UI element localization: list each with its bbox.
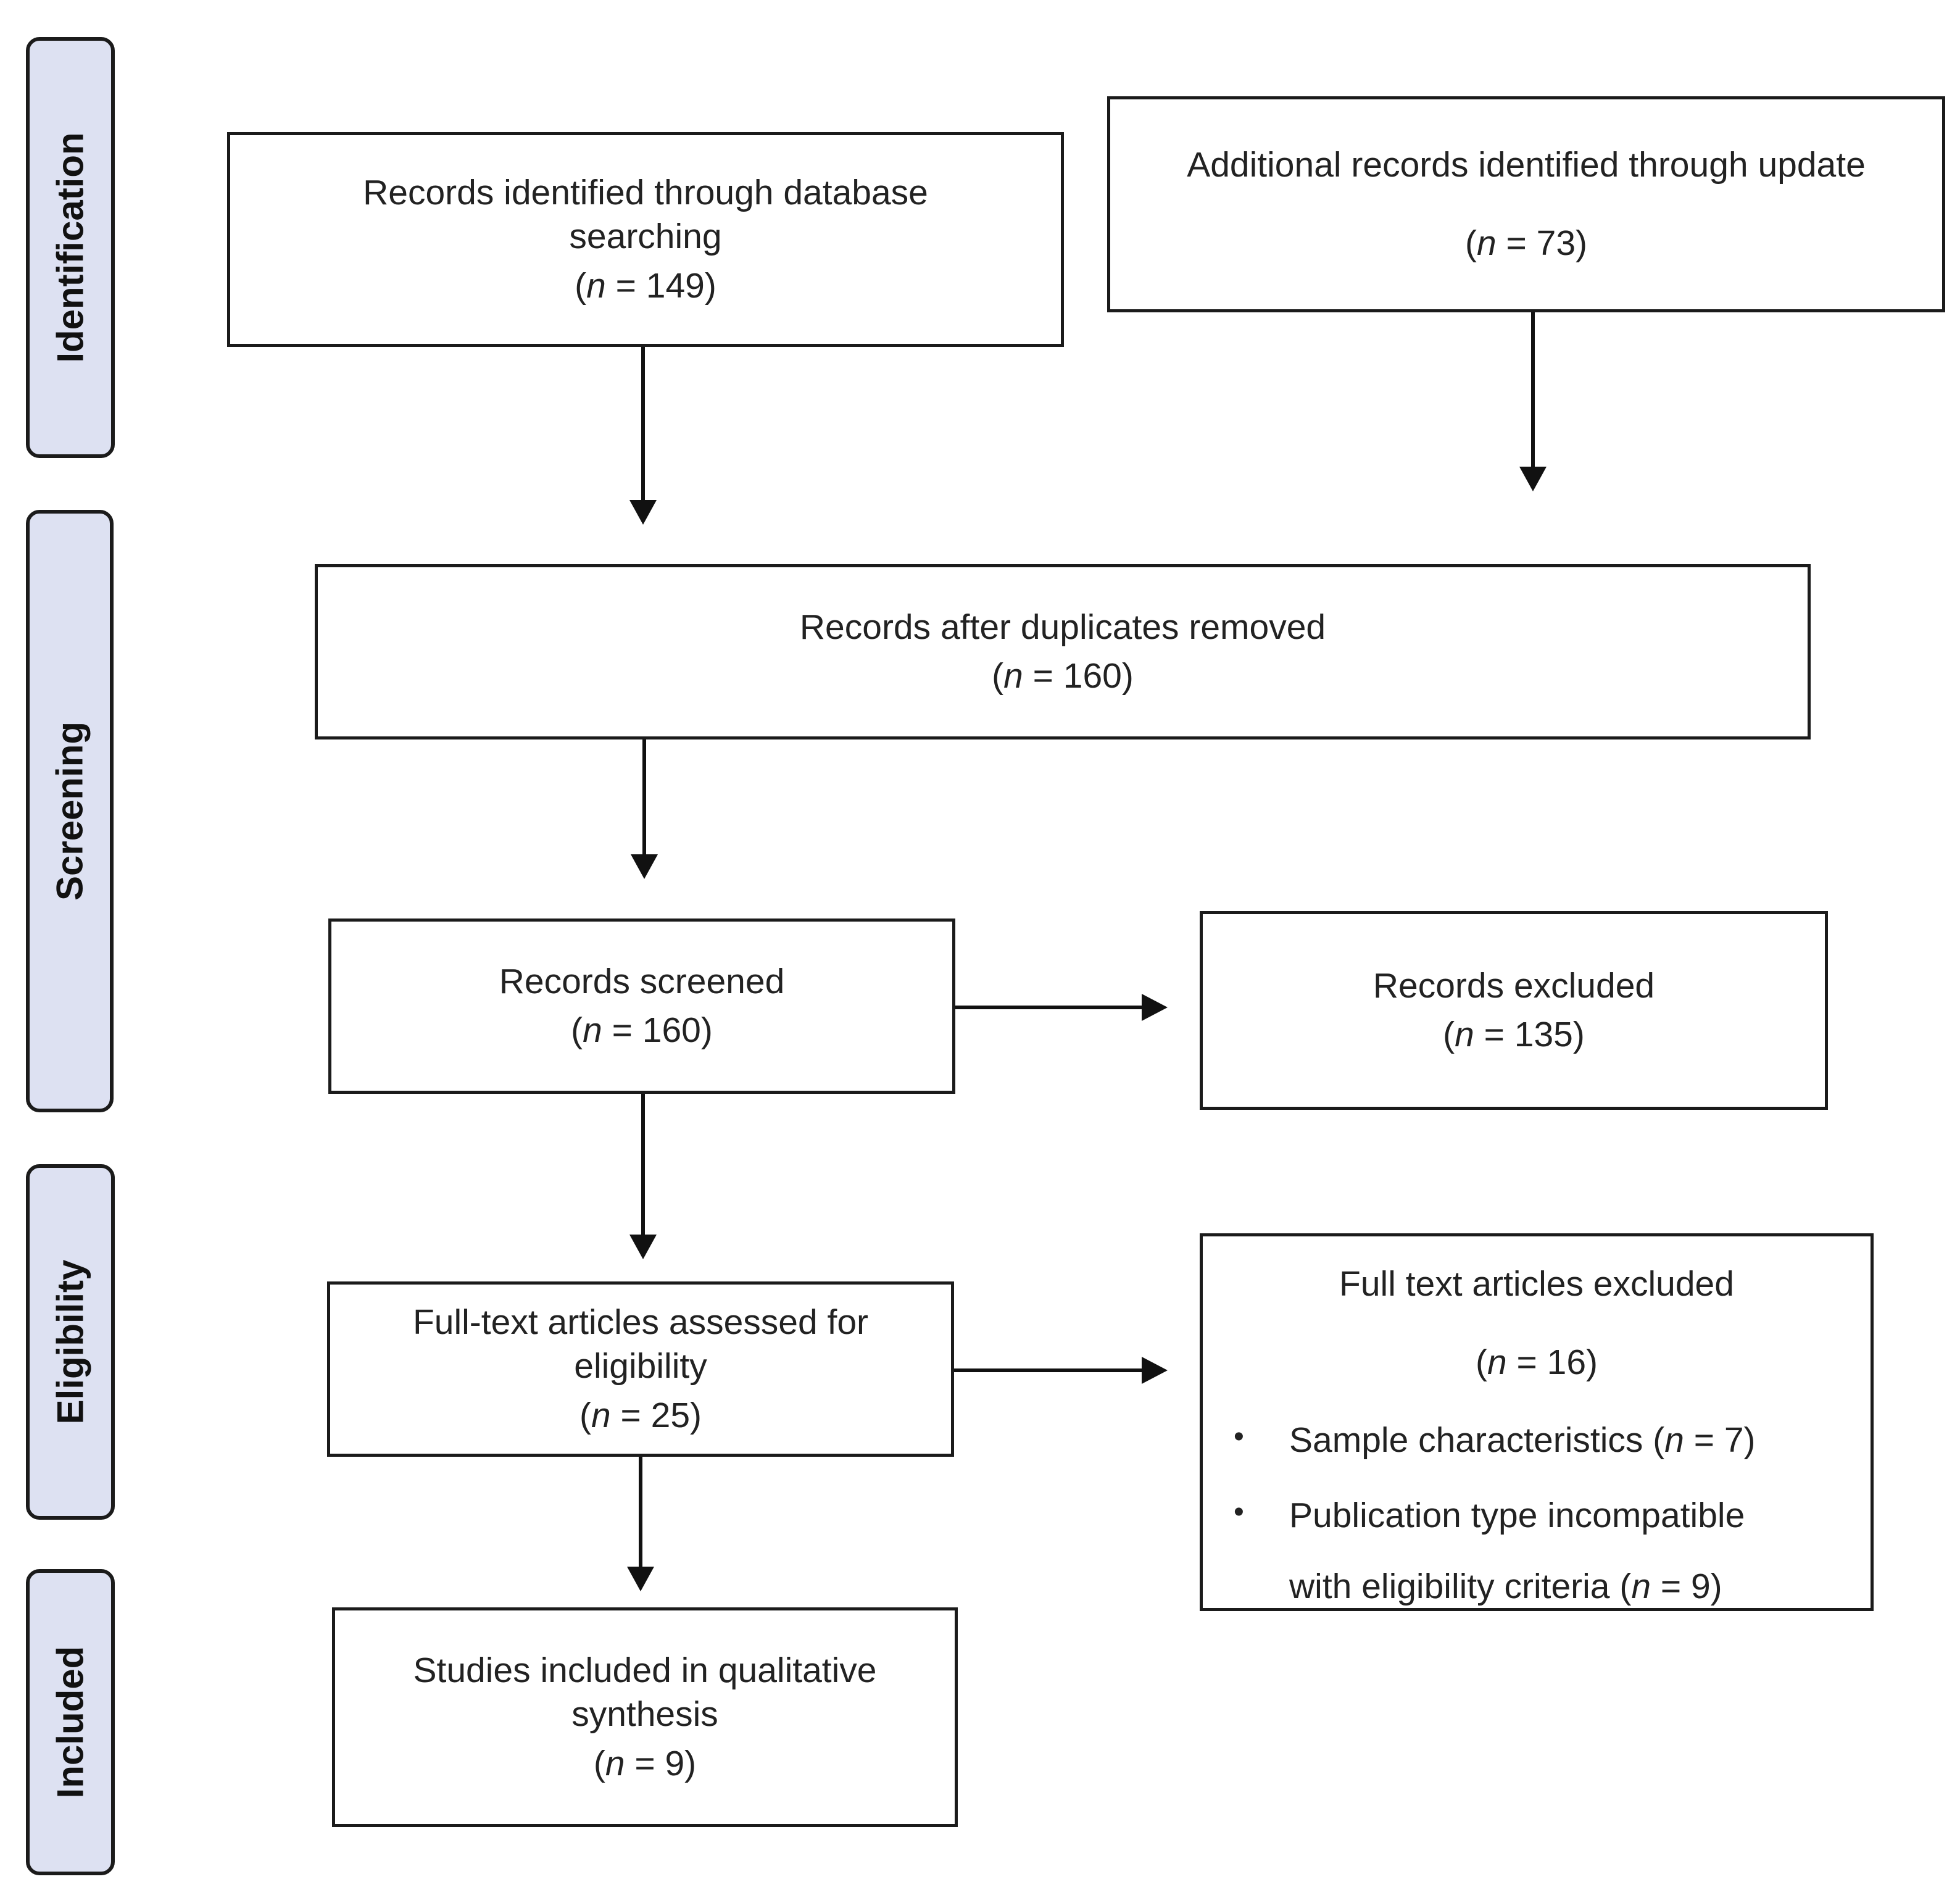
arrowhead-update-to-duplicates [1519, 467, 1547, 491]
records-screened-line1: Records screened [499, 961, 785, 1001]
duplicates-removed-box: Records after duplicates removed (n = 16… [315, 564, 1811, 739]
studies-included-line2: synthesis [571, 1694, 718, 1735]
update-records-line1: Additional records identified through up… [1187, 144, 1866, 185]
update-records-count: (n = 73) [1464, 223, 1588, 263]
fulltext-excluded-box: Full text articles excluded (n = 16) Sam… [1200, 1233, 1874, 1611]
database-records-line1: Records identified through database [363, 173, 928, 213]
database-records-line2: searching [569, 217, 722, 257]
update-records-box: Additional records identified through up… [1107, 96, 1945, 312]
fulltext-assessed-line2: eligibility [574, 1346, 707, 1386]
fulltext-assessed-box: Full-text articles assessed for eligibil… [327, 1281, 954, 1457]
stage-screening: Screening [26, 510, 114, 1112]
records-excluded-box: Records excluded (n = 135) [1200, 911, 1828, 1110]
records-excluded-count: (n = 135) [1443, 1015, 1585, 1054]
arrowhead-screened-to-fulltext [629, 1235, 657, 1259]
exclusion-reason-item: Sample characteristics (n = 7) [1234, 1420, 1840, 1460]
duplicates-removed-line1: Records after duplicates removed [799, 607, 1326, 647]
duplicates-removed-count: (n = 160) [992, 656, 1134, 696]
studies-included-line1: Studies included in qualitative [413, 1651, 877, 1691]
studies-included-count: (n = 9) [593, 1743, 697, 1783]
studies-included-box: Studies included in qualitative synthesi… [332, 1607, 958, 1827]
stage-eligibility: Eligibility [26, 1164, 115, 1520]
fulltext-excluded-title: Full text articles excluded [1339, 1264, 1734, 1304]
records-excluded-line1: Records excluded [1372, 965, 1655, 1006]
stage-identification: Identification [26, 37, 115, 458]
exclusion-reasons-list: Sample characteristics (n = 7) Publicati… [1234, 1420, 1840, 1606]
records-screened-count: (n = 160) [571, 1010, 713, 1050]
records-screened-box: Records screened (n = 160) [328, 919, 955, 1094]
stage-included: Included [26, 1569, 115, 1875]
fulltext-assessed-count: (n = 25) [579, 1395, 702, 1435]
arrowhead-database-to-duplicates [629, 500, 657, 525]
arrowhead-screened-to-excluded [1142, 994, 1168, 1021]
fulltext-assessed-line1: Full-text articles assessed for [412, 1302, 869, 1343]
arrowhead-fulltext-to-excluded [1142, 1357, 1168, 1384]
database-records-count: (n = 149) [575, 265, 716, 306]
arrowhead-fulltext-to-included [627, 1567, 654, 1591]
fulltext-excluded-count: (n = 16) [1475, 1343, 1598, 1383]
database-records-box: Records identified through database sear… [227, 132, 1064, 347]
arrowhead-duplicates-to-screened [631, 854, 658, 879]
